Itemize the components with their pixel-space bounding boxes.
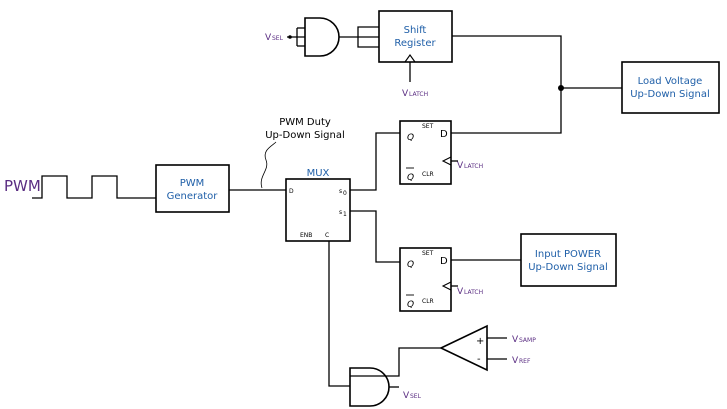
wire-top-and-out-upper	[357, 26, 379, 37]
top-vsel-sub: SEL	[272, 35, 284, 42]
shift-register-block	[378, 10, 453, 63]
ff-top-vlatch-sub: LATCH	[464, 163, 483, 170]
load-voltage-block	[621, 61, 720, 114]
mux-pin-s1: s	[339, 209, 342, 216]
bottom-vsel-sub: SEL	[410, 393, 422, 400]
input-power-label-1: Input POWER	[535, 249, 601, 260]
flipflop-bottom	[399, 247, 452, 312]
load-voltage-label-2: Up-Down Signal	[630, 89, 710, 100]
mux-block	[285, 178, 351, 242]
wire-mux-c-to-bottom-and	[328, 241, 350, 387]
input-power-block	[520, 233, 617, 287]
load-voltage-label-1: Load Voltage	[638, 76, 703, 87]
wire-shift-register-out	[452, 35, 562, 88]
shift-register-label-2: Register	[394, 38, 436, 49]
wire-comparator-to-bottom-and	[350, 347, 441, 377]
mux-pin-d: D	[289, 188, 294, 195]
ff-top-qbar: Q	[407, 173, 414, 183]
bottom-and-gate	[349, 367, 390, 407]
wire-mux-s0-to-ff-top	[350, 132, 400, 191]
shift-register-label-1: Shift	[404, 25, 427, 36]
mux-pin-s0: s	[339, 188, 342, 195]
pwm-generator-block	[155, 164, 230, 213]
ff-bottom-clock-marker	[441, 281, 452, 291]
top-and-gate	[304, 17, 340, 57]
bottom-vsel-main: V	[403, 391, 410, 401]
ff-bottom-qbar: Q	[407, 300, 414, 310]
shift-register-clock-marker	[404, 54, 416, 63]
ff-top-clock-marker	[441, 156, 452, 166]
ff-top-vlatch-main: V	[457, 161, 464, 171]
vref-main: V	[512, 356, 519, 366]
top-vsel-main: V	[265, 33, 272, 43]
ff-bottom-set: SET	[422, 250, 434, 257]
wire-top-and-out-lower	[357, 37, 379, 48]
comparator	[439, 324, 488, 372]
vsamp-sub: SAMP	[519, 337, 536, 344]
ff-top-q: Q	[407, 133, 414, 143]
duty-annotation-leader	[260, 141, 277, 189]
vref-sub: REF	[519, 358, 531, 365]
comparator-minus: -	[477, 354, 481, 365]
ff-bottom-d: D	[440, 256, 448, 267]
vsamp-main: V	[512, 335, 519, 345]
top-vsel-node	[288, 35, 292, 39]
pwm-waveform	[32, 175, 127, 199]
mux-pin-s1-sub: 1	[343, 211, 347, 218]
mux-pin-c: C	[325, 232, 329, 239]
input-power-label-2: Up-Down Signal	[528, 262, 608, 273]
mux-pin-enb: ENB	[300, 232, 312, 239]
mux-pin-s0-sub: 0	[343, 190, 347, 197]
flipflop-top	[399, 120, 452, 185]
ff-bottom-vlatch-sub: LATCH	[464, 289, 483, 296]
pwm-generator-label-1: PWM	[180, 178, 205, 189]
wire-mux-s1-to-ff-bottom	[350, 210, 400, 263]
pwm-generator-label-2: Generator	[167, 191, 219, 202]
ff-bottom-clr: CLR	[422, 298, 434, 305]
ff-bottom-q: Q	[407, 260, 414, 270]
shift-register-vlatch-sub: LATCH	[409, 91, 428, 98]
duty-annotation-line1: PWM Duty	[279, 117, 331, 128]
mux-title: MUX	[307, 168, 330, 179]
ff-top-d: D	[440, 129, 448, 140]
ff-bottom-vlatch-main: V	[457, 287, 464, 297]
shift-register-vlatch-main: V	[402, 89, 409, 99]
ff-top-set: SET	[422, 123, 434, 130]
pwm-input-label: PWM	[4, 177, 41, 195]
comparator-plus: +	[476, 336, 484, 347]
wire-junction-to-ff-top	[451, 88, 562, 134]
ff-top-clr: CLR	[422, 171, 434, 178]
duty-annotation-line2: Up-Down Signal	[265, 130, 345, 141]
